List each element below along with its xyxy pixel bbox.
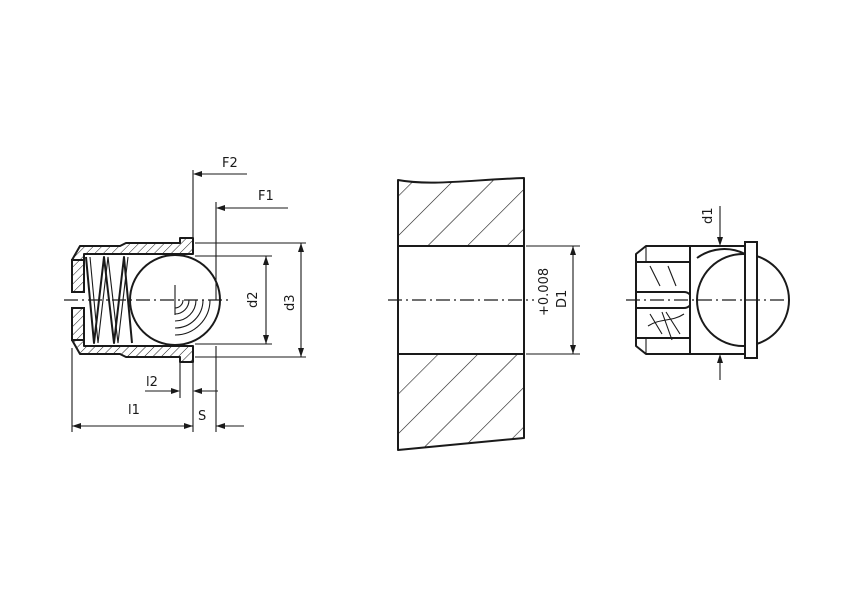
bore-block-bottom [397, 353, 525, 451]
label-l2: l2 [146, 375, 158, 390]
label-tolerance: +0.008 [537, 268, 552, 316]
label-d2: d2 [246, 291, 261, 308]
label-f2: F2 [222, 156, 238, 171]
bore-view [388, 177, 534, 451]
label-d1-pin: d1 [701, 207, 716, 224]
section-view [64, 237, 228, 363]
external-view [626, 241, 792, 359]
label-f1: F1 [258, 189, 274, 204]
housing-back-wall [71, 259, 85, 341]
ball-section-arcs [174, 285, 211, 336]
label-l1: l1 [128, 403, 140, 418]
dimensions-right: d1 [700, 206, 726, 380]
dimensions-left: F2 F1 d2 d3 l2 l1 [71, 156, 306, 432]
bore-block-top [397, 177, 525, 247]
housing-bottom-wall [71, 339, 194, 363]
spring [85, 256, 133, 344]
label-s: S [198, 409, 206, 424]
housing-top-wall [71, 237, 194, 261]
label-d1-bore: D1 [555, 290, 570, 308]
label-d3: d3 [283, 294, 298, 311]
dimensions-middle: +0.008 D1 [526, 245, 580, 355]
